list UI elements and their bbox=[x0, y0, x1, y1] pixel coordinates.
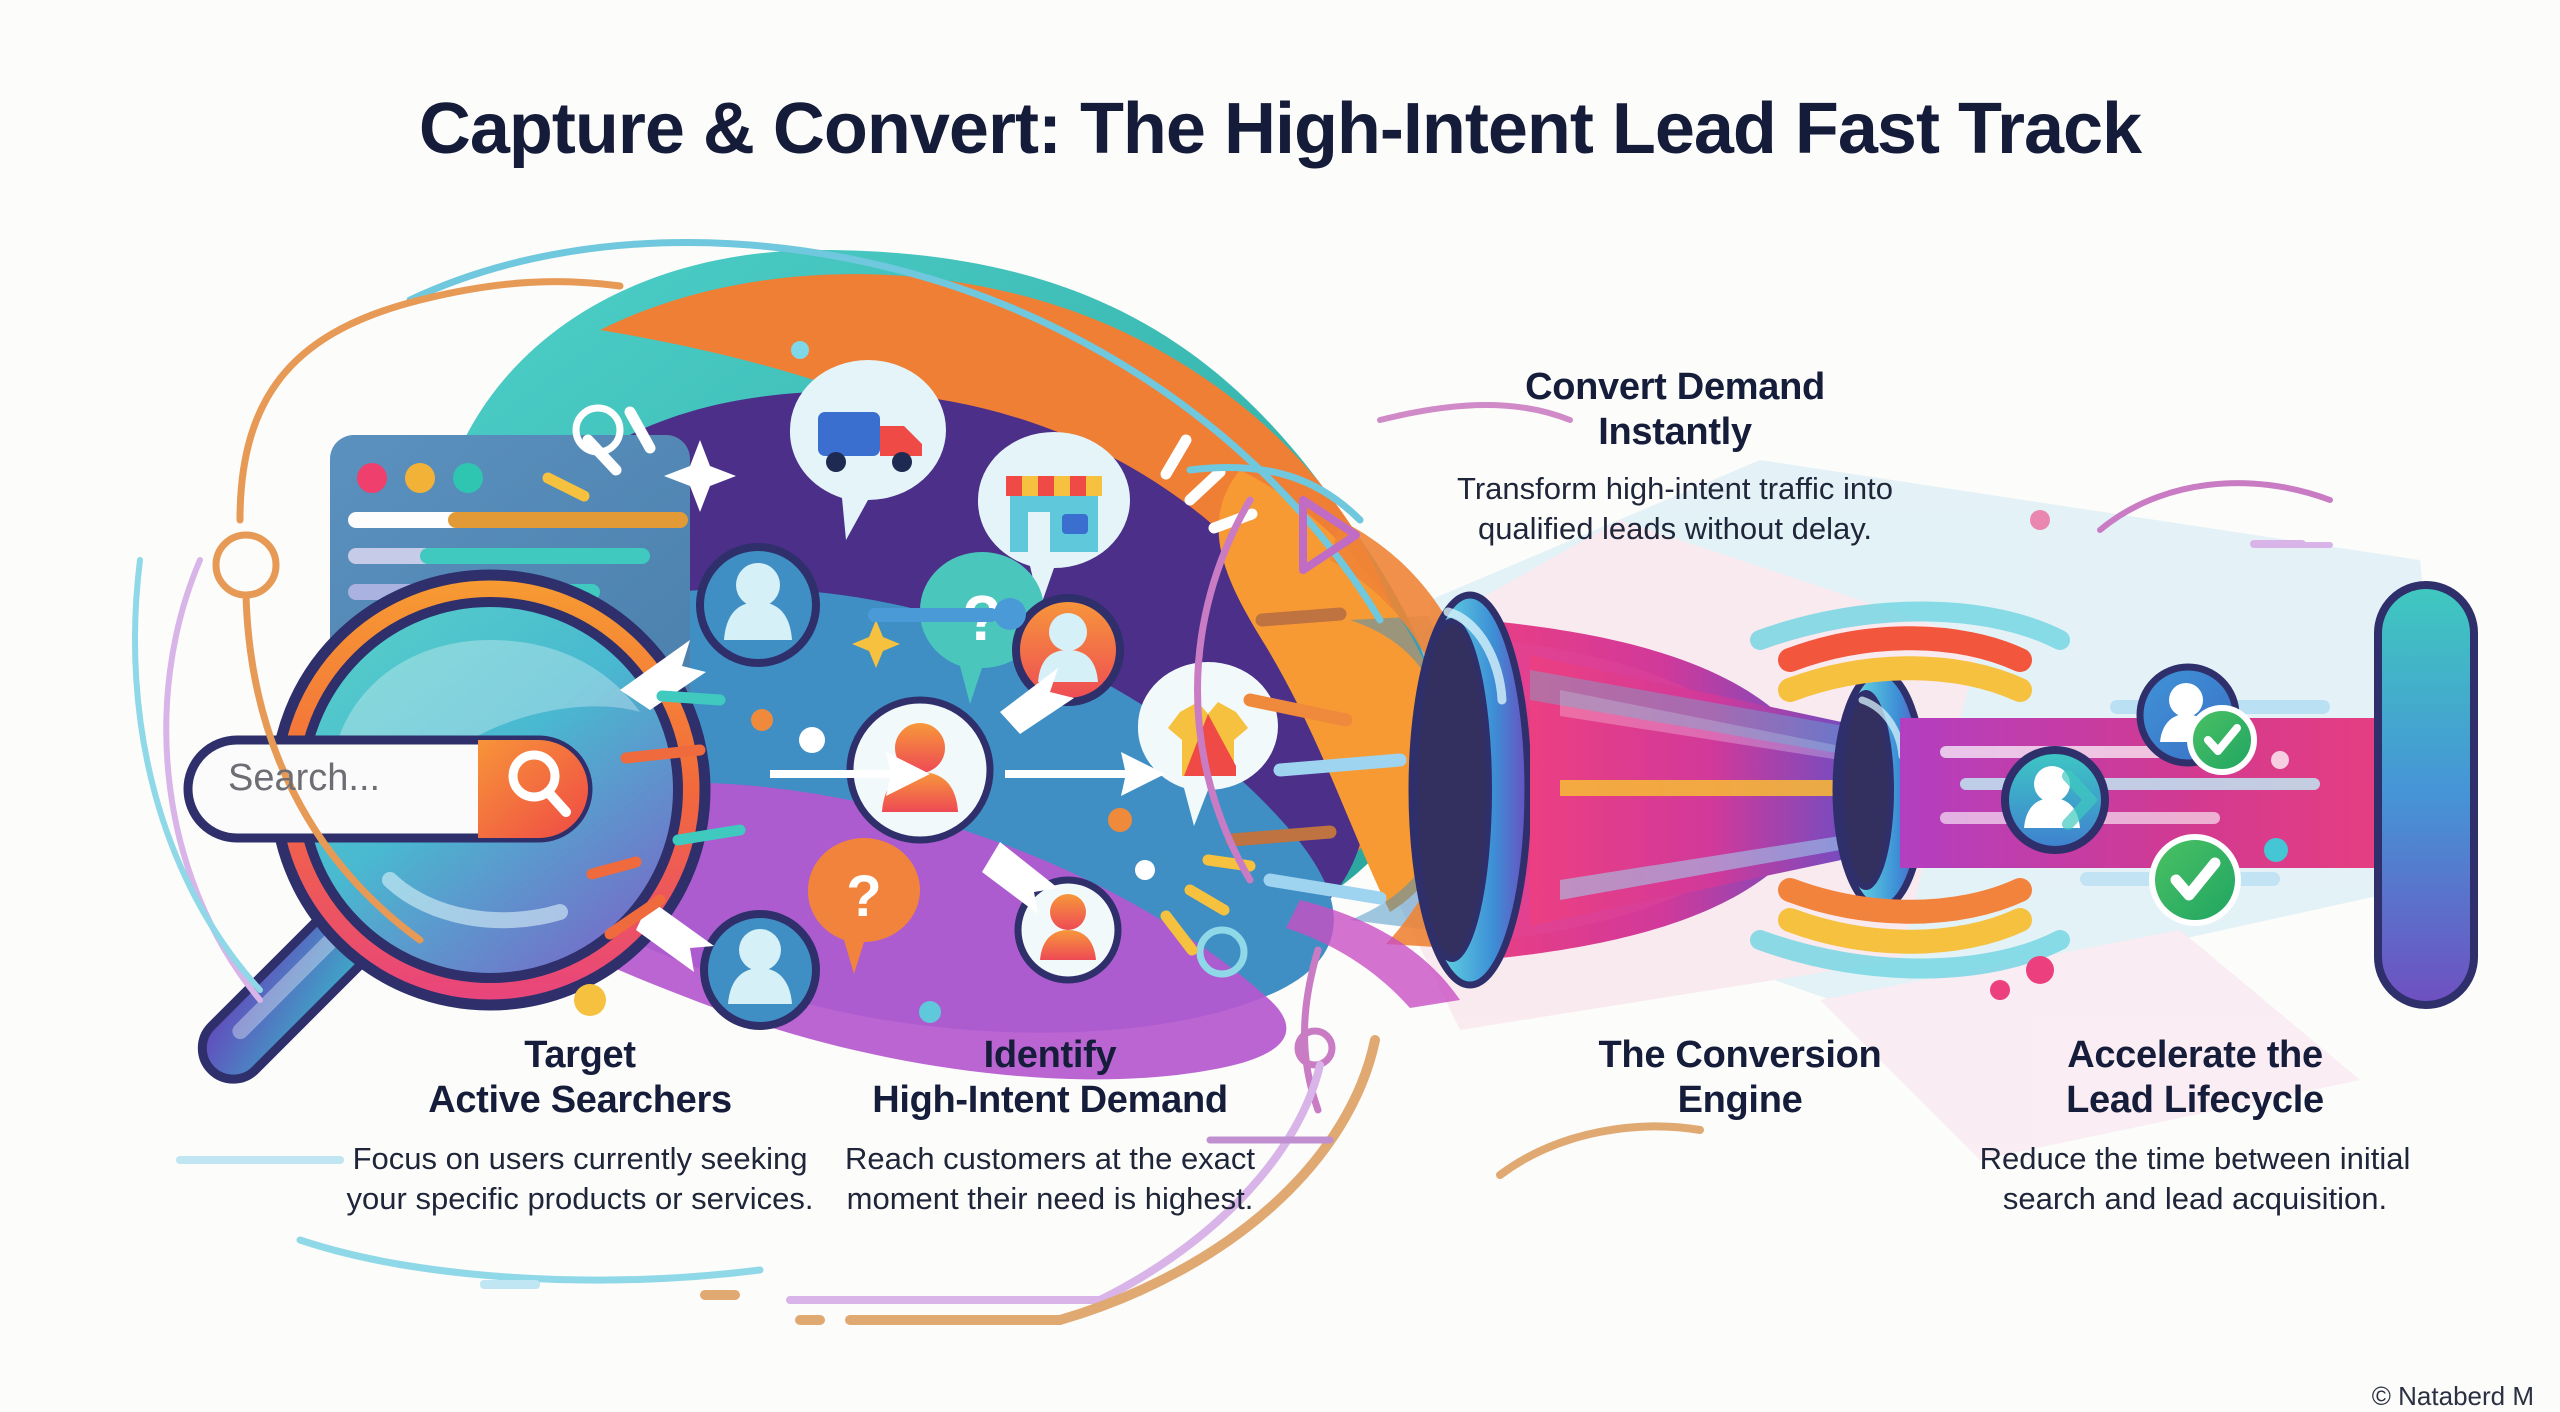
funnel-mid-body bbox=[1530, 655, 1900, 926]
step-heading: Target Active Searchers bbox=[330, 1033, 830, 1123]
step-heading-line1: Target bbox=[524, 1034, 636, 1076]
step-heading-line2: High-Intent Demand bbox=[872, 1078, 1228, 1121]
step-heading-line1: Accelerate the bbox=[2067, 1034, 2323, 1076]
page-title: Capture & Convert: The High-Intent Lead … bbox=[418, 89, 2142, 169]
play-triangle-icon bbox=[1299, 496, 1360, 574]
decorative-accents bbox=[542, 341, 1407, 1023]
search-input-placeholder[interactable]: Search... bbox=[228, 757, 381, 799]
question-bubble-icon: ? bbox=[919, 552, 1044, 704]
tshirt-bubble-icon bbox=[1137, 662, 1278, 826]
step-heading: Identify High-Intent Demand bbox=[800, 1033, 1300, 1123]
user-avatar-icon-4 bbox=[700, 910, 820, 1030]
user-avatar-icon-5 bbox=[1014, 876, 1122, 984]
storefront-bubble-icon bbox=[977, 432, 1130, 608]
callout-heading-line2: Instantly bbox=[1598, 410, 1752, 453]
flow-arrows bbox=[620, 640, 1165, 972]
svg-text:?: ? bbox=[846, 864, 881, 929]
step-caption-target-active-searchers: Target Active Searchers Focus on users c… bbox=[330, 1033, 830, 1219]
delivery-truck-bubble-icon bbox=[789, 360, 946, 540]
step-heading: The Conversion Engine bbox=[1505, 1033, 1975, 1123]
step-caption-the-conversion-engine: The Conversion Engine bbox=[1505, 1033, 1975, 1139]
lead-acquired-check bbox=[2149, 834, 2241, 926]
question-bubble-icon-2: ? bbox=[807, 838, 920, 974]
bottom-accents bbox=[480, 510, 2306, 1300]
step-caption-accelerate-the-lead-lifecycle: Accelerate the Lead Lifecycle Reduce the… bbox=[1955, 1033, 2435, 1219]
step-caption-identify-high-intent-demand: Identify High-Intent Demand Reach custom… bbox=[800, 1033, 1300, 1219]
finish-line-bar bbox=[2374, 581, 2478, 1009]
step-body: Reach customers at the exact moment thei… bbox=[844, 1140, 1256, 1216]
search-bar-widget[interactable] bbox=[183, 735, 593, 843]
verified-lead-upper bbox=[2136, 663, 2257, 775]
callout-heading-line1: Convert Demand bbox=[1525, 366, 1825, 408]
step-heading-line1: Identify bbox=[983, 1034, 1117, 1076]
verified-lead-mid bbox=[2001, 746, 2109, 854]
step-heading-line2: Engine bbox=[1677, 1078, 1803, 1121]
callout-convert-demand: Convert Demand Instantly Transform high-… bbox=[1440, 365, 1910, 549]
step-heading-line1: The Conversion bbox=[1598, 1034, 1882, 1076]
step-heading-line2: Lead Lifecycle bbox=[2066, 1078, 2324, 1121]
step-heading-line2: Active Searchers bbox=[428, 1078, 732, 1121]
user-avatar-icon-2 bbox=[1012, 594, 1124, 706]
rainbow-wrap bbox=[1750, 601, 2070, 979]
watermark: © Nataberd M bbox=[2371, 1381, 2534, 1411]
step-body: Focus on users currently seeking your sp… bbox=[346, 1140, 814, 1216]
callout-heading: Convert Demand Instantly bbox=[1440, 365, 1910, 455]
step-body: Reduce the time between initial search a… bbox=[1979, 1140, 2411, 1216]
user-avatar-icon-1 bbox=[696, 543, 820, 667]
callout-body: Transform high-intent traffic into quali… bbox=[1457, 470, 1893, 546]
step-heading: Accelerate the Lead Lifecycle bbox=[1955, 1033, 2435, 1123]
